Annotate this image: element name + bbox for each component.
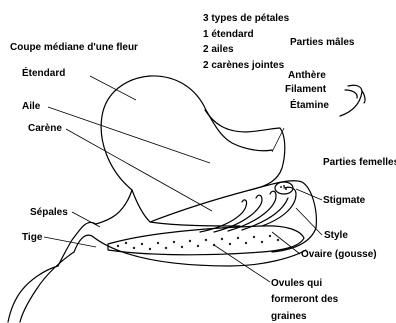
label-tige: Tige (22, 232, 43, 243)
label-ovules-line-1: Ovules qui (271, 278, 322, 289)
leader-aile (48, 107, 210, 163)
sepales-outline (96, 190, 240, 226)
leader-tige (44, 237, 96, 247)
leader-stamen-group (272, 128, 284, 152)
label-ovaire: Ovaire (gousse) (301, 249, 377, 260)
diagram-title: Coupe médiane d'une fleur (10, 42, 138, 53)
petal-info-line-2: 1 étendard (203, 29, 254, 40)
petal-info-line-4: 2 carènes jointes (203, 60, 285, 71)
leader-etendard (90, 76, 136, 100)
label-etamine: Étamine (290, 98, 329, 111)
label-etendard: Étendard (22, 66, 65, 79)
label-ovules-line-3: graines (271, 311, 307, 322)
stamen-illustration (340, 85, 365, 116)
label-parties-males: Parties mâles (290, 37, 355, 48)
label-filament: Filament (285, 84, 327, 95)
label-parties-femelles: Parties femelles (323, 157, 396, 168)
label-aile: Aile (22, 101, 41, 112)
label-stigmate: Stigmate (323, 195, 366, 206)
petal-info-line-3: 2 ailes (203, 44, 234, 55)
label-carene: Carène (28, 123, 62, 134)
leader-style (296, 208, 322, 235)
label-style: Style (324, 230, 348, 241)
label-ovules-line-2: formeront des (271, 294, 339, 305)
label-sepales: Sépales (30, 207, 68, 218)
leader-sepales (72, 212, 100, 227)
stem-outline (8, 252, 74, 322)
leader-carene (66, 129, 212, 211)
label-anthere: Anthère (288, 70, 326, 81)
etendard-petal-outline (101, 76, 272, 190)
petal-info-line-1: 3 types de pétales (203, 13, 290, 24)
